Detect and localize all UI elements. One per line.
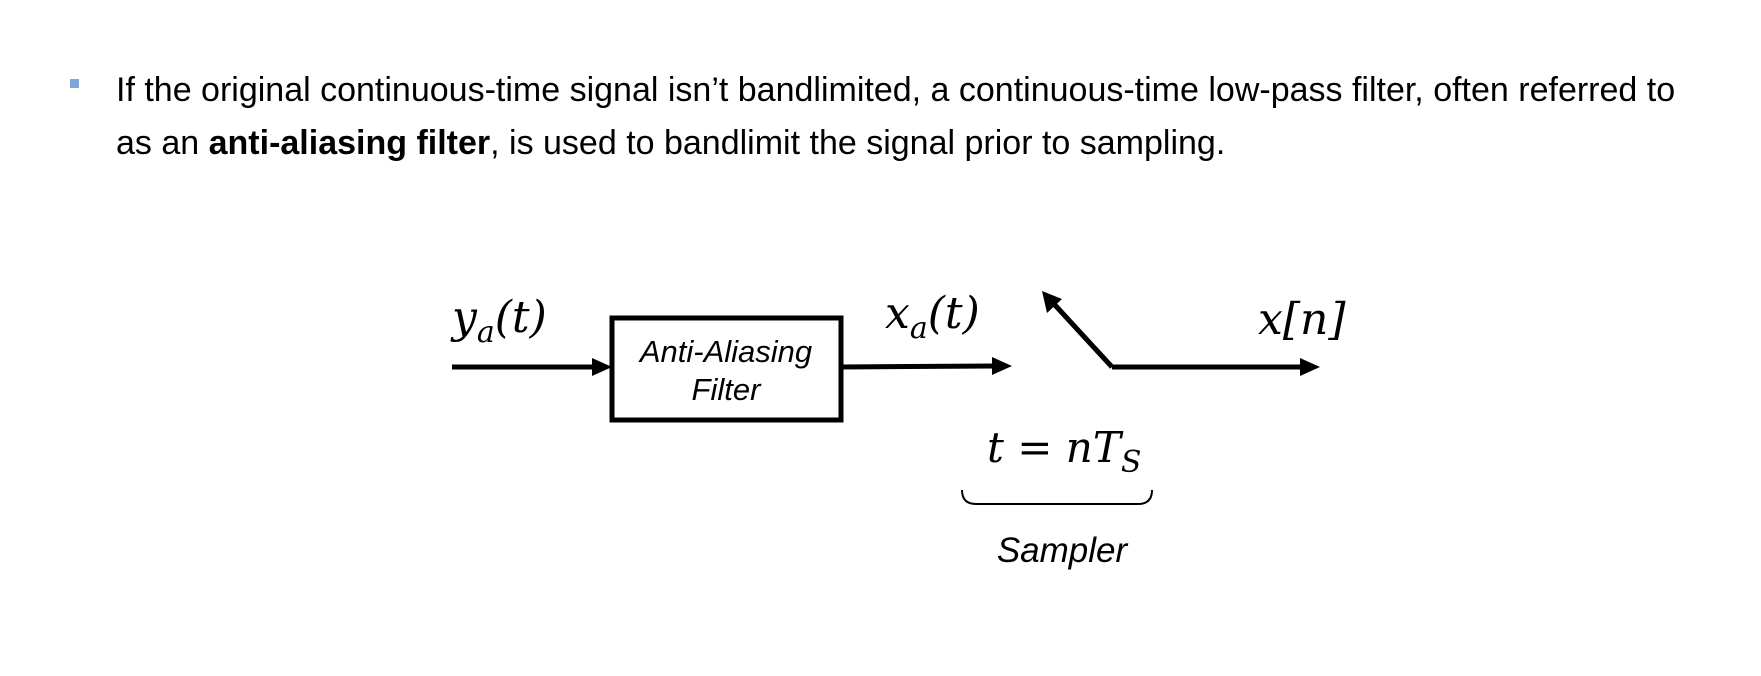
- input-arrow: [452, 358, 612, 376]
- input-signal-label: ya(t): [450, 292, 547, 350]
- bullet-marker-icon: [70, 79, 79, 88]
- input-signal-arg: (t): [495, 292, 547, 343]
- filter-label-line2: Filter: [692, 372, 763, 407]
- input-signal-base: y: [450, 292, 478, 343]
- output-signal-label: x[n]: [1258, 294, 1346, 345]
- bullet-text: If the original continuous-time signal i…: [116, 64, 1676, 170]
- filtered-signal-sub: a: [910, 311, 928, 346]
- sampler-label: Sampler: [997, 531, 1129, 570]
- sampler-brace: [961, 489, 1153, 505]
- sample-time-label: t = nTS: [987, 423, 1141, 480]
- sample-time-lhs: t = n: [987, 423, 1093, 472]
- filter-output-arrow: [840, 357, 1012, 375]
- bullet-text-bold: anti-aliasing filter: [208, 124, 491, 162]
- filtered-signal-base: x: [885, 288, 910, 339]
- output-arrow: [1112, 358, 1320, 376]
- anti-aliasing-filter-box: [609, 315, 844, 423]
- bullet-text-after: , is used to bandlimit the signal prior …: [490, 124, 1226, 162]
- filtered-signal-arg: (t): [928, 288, 980, 339]
- sample-time-sub: S: [1121, 445, 1142, 480]
- filtered-signal-label: xa(t): [885, 288, 980, 346]
- sampler-switch-icon: [1042, 291, 1114, 369]
- input-signal-sub: a: [477, 315, 495, 350]
- filter-label-line1: Anti-Aliasing: [638, 334, 812, 369]
- sample-time-T: T: [1093, 423, 1124, 472]
- bullet-text-before: If the original continuous-time signal i…: [116, 71, 1676, 162]
